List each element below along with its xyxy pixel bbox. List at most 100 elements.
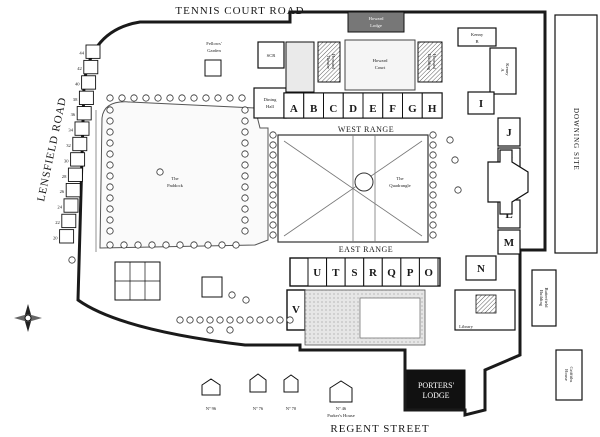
staircase-n-label: N [477,263,485,275]
lensfield-road-label: Lensfield Road [35,96,69,203]
tree [134,241,142,249]
lensfield-house-38[interactable] [78,90,94,105]
tree [106,172,114,180]
tree [429,221,437,229]
tree [154,94,162,102]
staircase-j-label: J [506,127,512,139]
lensfield-house-42[interactable] [83,59,99,75]
lensfield-house-22[interactable] [61,213,77,229]
scr-building[interactable] [257,41,285,69]
tree [269,181,277,189]
tree [106,139,114,147]
tree [246,316,254,324]
griffiths-house-building[interactable] [555,349,583,401]
howard-building-label-1: Howard [432,54,437,70]
regent-street-houses [201,373,353,403]
lensfield-house-30[interactable] [70,152,86,167]
library-dome [475,294,497,314]
staircase-b-label: B [310,103,318,115]
staircase-j[interactable] [497,117,521,147]
lensfield-house-42-label: 42 [77,66,82,71]
staircase-o[interactable] [418,257,439,287]
tree [241,106,249,114]
tree [216,316,224,324]
lensfield-house-34[interactable] [74,121,90,136]
howard-court [344,39,416,91]
staircase-i[interactable] [467,91,495,115]
tree [118,94,126,102]
staircase-h[interactable] [421,92,443,119]
house-no46[interactable] [329,380,353,403]
tree [241,117,249,125]
paddock-lawn [99,101,269,249]
butterfield-label: Butterfield Building [539,287,549,308]
staircase-m[interactable] [497,229,521,255]
tree [269,141,277,149]
staircase-s-label: S [351,267,357,279]
porters-lodge-building[interactable] [406,369,466,409]
staircase-n[interactable] [465,255,497,281]
lensfield-house-24-label: 24 [57,205,62,210]
howard-theatre-building[interactable] [317,41,341,83]
howard-lodge-building[interactable] [347,11,405,33]
tree [429,201,437,209]
college-boundary [76,10,547,417]
tree [204,241,212,249]
kenny-a-building[interactable] [489,47,517,95]
lensfield-house-36[interactable] [76,106,92,121]
dining-hall-building[interactable] [253,87,287,119]
tree [269,161,277,169]
butterfield-building[interactable] [531,269,557,327]
tree [106,205,114,213]
lensfield-house-20[interactable] [59,229,75,244]
tree [269,201,277,209]
house-no70[interactable] [283,374,299,393]
west-range-label: West Range [338,125,394,134]
tree [429,151,437,159]
lensfield-house-44[interactable] [85,44,101,59]
tree [269,221,277,229]
tree [106,150,114,158]
tree [269,231,277,239]
lensfield-house-32[interactable] [72,136,88,152]
lensfield-house-28[interactable] [67,167,83,182]
tree [190,241,198,249]
house-no96[interactable] [201,378,221,396]
staircase-o-label: O [424,267,433,279]
tree [429,231,437,239]
tree [206,326,214,334]
lensfield-house-26[interactable] [65,183,81,198]
tree [120,241,128,249]
no96-label: Nº 96 [206,406,217,411]
tree [446,136,454,144]
lensfield-house-30-label: 30 [64,158,69,163]
tree [269,171,277,179]
tree [429,211,437,219]
staircase-g-label: G [408,103,417,115]
howard-lodge-label-1: Howard [369,16,385,21]
tree [68,256,76,264]
lensfield-house-40[interactable] [81,75,97,90]
lensfield-house-24[interactable] [63,198,79,213]
staircase-h-label: H [428,103,437,115]
staircase-l-label: L [505,209,512,221]
tree [186,316,194,324]
house-no76[interactable] [249,373,267,393]
howard-theatre-label: Howard Theatre [326,54,336,70]
kenny-b-building[interactable] [457,27,497,47]
tree [214,94,222,102]
dining-hall-label-1: Dining [264,97,277,102]
staircase-u-label: U [313,267,321,279]
tree [228,291,236,299]
tree [106,117,114,125]
lensfield-house-32-label: 32 [66,143,71,148]
tree [241,183,249,191]
library-label: Library [459,324,473,329]
porters-lodge-label-2: Lodge [422,391,449,400]
howard-building[interactable] [417,41,443,83]
tree [429,191,437,199]
tree [429,181,437,189]
